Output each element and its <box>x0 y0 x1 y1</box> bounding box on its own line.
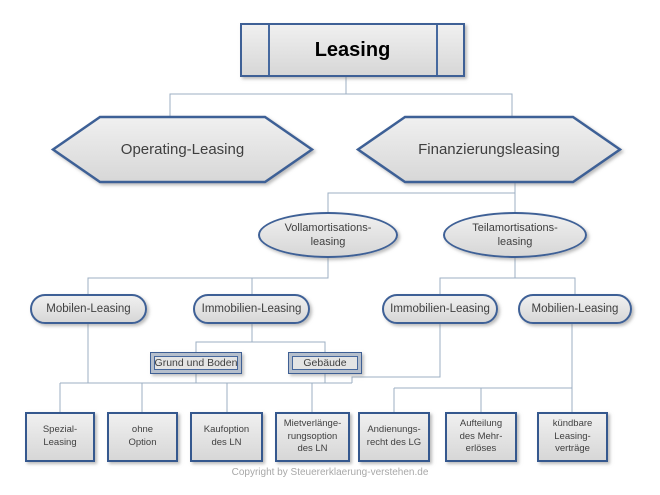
node-aufteilung-des-mehrerloeses-label: Aufteilung des Mehr- erlöses <box>459 417 503 455</box>
finanzierungsleasing-hexagon <box>355 115 623 184</box>
divider-line <box>268 25 270 75</box>
node-andienungsrecht-des-lg-label: Andienungs- recht des LG <box>366 424 422 448</box>
node-mobilen-leasing-voll: Mobilen-Leasing <box>30 294 147 324</box>
connector <box>439 277 576 294</box>
connector <box>351 324 441 383</box>
node-gebaeude: Gebäude <box>288 352 362 374</box>
divider-line <box>436 25 438 75</box>
node-operating-leasing-label: Operating-Leasing <box>120 141 245 158</box>
node-gebaeude-label: Gebäude <box>303 357 347 369</box>
node-grund-und-boden-label: Grund und Boden <box>154 357 238 369</box>
node-vollamortisationsleasing-label: Vollamortisations- leasing <box>284 221 372 248</box>
node-andienungsrecht-des-lg: Andienungs- recht des LG <box>358 412 430 462</box>
node-leasing-label: Leasing <box>314 38 391 61</box>
node-operating-leasing: Operating-Leasing <box>53 117 312 182</box>
connector <box>169 93 513 117</box>
node-ohne-option: ohne Option <box>107 412 178 462</box>
node-mietverlaengerungsoption-des-ln: Mietverlänge- rungsoption des LN <box>275 412 350 462</box>
node-kuendbare-leasingvertraege: kündbare Leasing- verträge <box>537 412 608 462</box>
node-grund-und-boden: Grund und Boden <box>150 352 242 374</box>
node-immobilien-leasing-teil: Immobilien-Leasing <box>382 294 498 324</box>
node-ohne-option-label: ohne Option <box>128 424 157 448</box>
node-teilamortisationsleasing-label: Teilamortisations- leasing <box>472 221 558 248</box>
node-spezial-leasing: Spezial- Leasing <box>25 412 95 462</box>
node-kuendbare-leasingvertraege-label: kündbare Leasing- verträge <box>552 417 593 455</box>
operating-leasing-hexagon <box>50 115 315 184</box>
connector <box>327 192 515 212</box>
node-mobilien-leasing-teil: Mobilien-Leasing <box>518 294 632 324</box>
node-mietverlaengerungsoption-des-ln-label: Mietverlänge- rungsoption des LN <box>283 417 342 455</box>
node-mobilen-leasing-voll-label: Mobilen-Leasing <box>46 303 131 315</box>
connector <box>195 341 326 352</box>
node-vollamortisationsleasing: Vollamortisations- leasing <box>258 212 398 258</box>
node-mobilien-leasing-teil-label: Mobilien-Leasing <box>531 303 619 315</box>
node-kaufoption-des-ln: Kaufoption des LN <box>190 412 263 462</box>
node-immobilien-leasing-teil-label: Immobilien-Leasing <box>390 303 490 315</box>
node-finanzierungsleasing-label: Finanzierungsleasing <box>418 141 560 158</box>
node-immobilien-leasing-voll-label: Immobilien-Leasing <box>201 303 302 315</box>
node-finanzierungsleasing: Finanzierungsleasing <box>358 117 620 182</box>
connector <box>87 258 329 294</box>
node-leasing: Leasing <box>240 23 465 77</box>
node-aufteilung-des-mehrerloeses: Aufteilung des Mehr- erlöses <box>445 412 517 462</box>
copyright-text: Copyright by Steuererklaerung-verstehen.… <box>231 467 429 478</box>
node-teilamortisationsleasing: Teilamortisations- leasing <box>443 212 587 258</box>
node-spezial-leasing-label: Spezial- Leasing <box>42 424 78 448</box>
node-immobilien-leasing-voll: Immobilien-Leasing <box>193 294 310 324</box>
node-kaufoption-des-ln-label: Kaufoption des LN <box>203 424 250 448</box>
